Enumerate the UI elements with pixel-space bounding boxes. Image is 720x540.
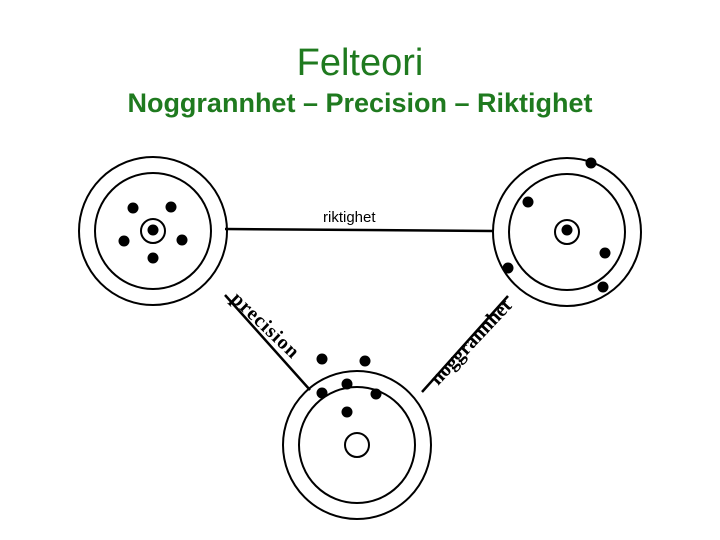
target-bottom xyxy=(282,353,432,520)
label-riktighet: riktighet xyxy=(323,209,376,226)
page-subtitle: Noggrannhet – Precision – Riktighet xyxy=(127,88,593,118)
target-right xyxy=(492,157,642,307)
page-title: Felteori xyxy=(296,42,424,84)
edge-left xyxy=(224,294,311,391)
edge-top xyxy=(224,227,494,233)
target-left xyxy=(78,156,228,306)
label-precision: precision xyxy=(227,288,305,364)
label-noggrannhet: noggrannhet xyxy=(426,295,517,390)
edge-right xyxy=(421,295,509,393)
